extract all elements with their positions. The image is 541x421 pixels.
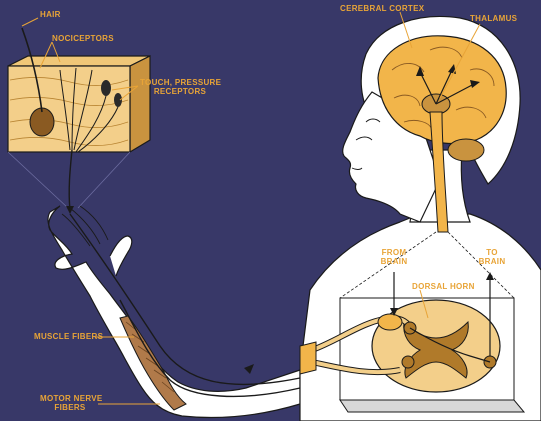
thalamus-label: THALAMUS <box>470 14 518 23</box>
skin-texture <box>9 77 129 146</box>
leader-hair <box>21 17 39 27</box>
cerebral-cortex-label: CEREBRAL CORTEX <box>340 4 425 13</box>
nerve-trunk <box>299 341 317 375</box>
leader-dorsal-horn <box>419 289 429 319</box>
dorsal-root-ganglion <box>377 313 403 331</box>
sensory-nerve-arm <box>69 213 301 386</box>
hair-shaft <box>21 27 43 113</box>
muscle-fibers-label: MUSCLE FIBERS <box>34 332 104 341</box>
fingers <box>61 205 109 247</box>
nerve-arrow <box>66 206 74 214</box>
to-brain-label: TO BRAIN <box>476 248 508 266</box>
cerebellum <box>447 138 485 162</box>
from-brain-arrowhead <box>390 308 398 316</box>
skin-block <box>7 27 151 154</box>
motor-nerve-line2: FIBERS <box>54 403 86 412</box>
nociceptor-endings <box>59 67 93 151</box>
dorsal-horn-label: DORSAL HORN <box>412 282 475 291</box>
section-slab-side <box>339 399 526 413</box>
motor-nerve-label: MOTOR NERVE FIBERS <box>40 394 103 412</box>
touch-pressure-line1: TOUCH, PRESSURE <box>140 78 222 87</box>
from-brain-line2: BRAIN <box>380 257 408 266</box>
hair-label: HAIR <box>40 10 61 19</box>
hand-outline <box>47 205 301 419</box>
leader-cortex <box>399 11 413 49</box>
to-brain-arrowhead <box>486 272 494 280</box>
nociceptors-label: NOCICEPTORS <box>52 34 114 43</box>
leader-touch <box>111 85 139 101</box>
brain-gyri <box>391 46 495 131</box>
from-brain-label: FROM BRAIN <box>376 248 412 266</box>
receptor-fibers <box>75 95 119 153</box>
touch-pressure-label: TOUCH, PRESSURE RECEPTORS <box>140 78 222 96</box>
arm <box>47 205 301 419</box>
interneuron-path <box>409 327 491 363</box>
face-features <box>351 118 381 170</box>
neuron-2 <box>401 355 415 369</box>
sensory-nerve-from-skin <box>68 149 73 211</box>
ventral-root-inner <box>311 360 401 375</box>
magnify-lines <box>7 151 131 209</box>
to-brain-line1: TO <box>486 248 498 257</box>
pressure-receptor <box>114 93 122 107</box>
cord-gray-matter <box>403 320 469 379</box>
zoom-lines <box>339 231 515 299</box>
leader-thalamus <box>439 23 481 99</box>
skin-block-side <box>129 55 151 154</box>
motor-nerve-arm <box>119 299 301 398</box>
hair-follicle <box>29 107 55 137</box>
arrowhead-3 <box>470 80 480 88</box>
brain-arrows <box>419 69 475 105</box>
skin-block-top <box>7 55 151 67</box>
touch-pressure-line2: RECEPTORS <box>153 87 207 96</box>
motor-nerve-line1: MOTOR NERVE <box>40 394 103 403</box>
thumb <box>109 235 133 277</box>
leader-lines <box>21 11 481 405</box>
motor-arrow <box>244 364 254 374</box>
touch-receptor <box>101 80 111 96</box>
muscle-striations <box>125 321 175 393</box>
from-brain-line1: FROM <box>381 248 407 257</box>
leader-nociceptors <box>39 41 61 69</box>
to-brain-line2: BRAIN <box>478 257 506 266</box>
arrowhead-1 <box>416 66 424 76</box>
